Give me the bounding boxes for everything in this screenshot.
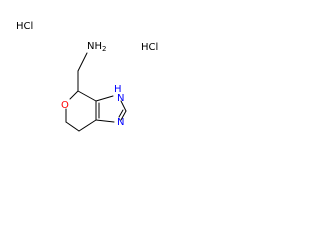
oxygen-label: O [61,100,69,111]
bond-0 [77,52,88,72]
bond-11 [120,110,127,121]
bond-4 [65,121,80,132]
amine-label: NH2 [87,41,106,53]
imidazole-n-bottom-label: N [117,117,124,128]
structure-canvas: HCl HCl NH2 H N N O [0,0,177,154]
bond-10 [120,100,127,112]
salt-label-right: HCl [141,42,158,53]
molecule-diagram: HCl HCl NH2 H N N O [16,21,158,132]
bond-13 [95,119,115,123]
salt-label-left: HCl [16,21,33,32]
bond-2 [69,90,79,100]
bond-12 [118,109,124,118]
imidazole-n-top-label: N [117,93,124,104]
bond-8 [77,90,97,102]
bond-9 [95,95,114,102]
imidazole-h-label: H [114,84,122,95]
bond-lines [65,52,127,132]
bond-5 [78,119,97,132]
